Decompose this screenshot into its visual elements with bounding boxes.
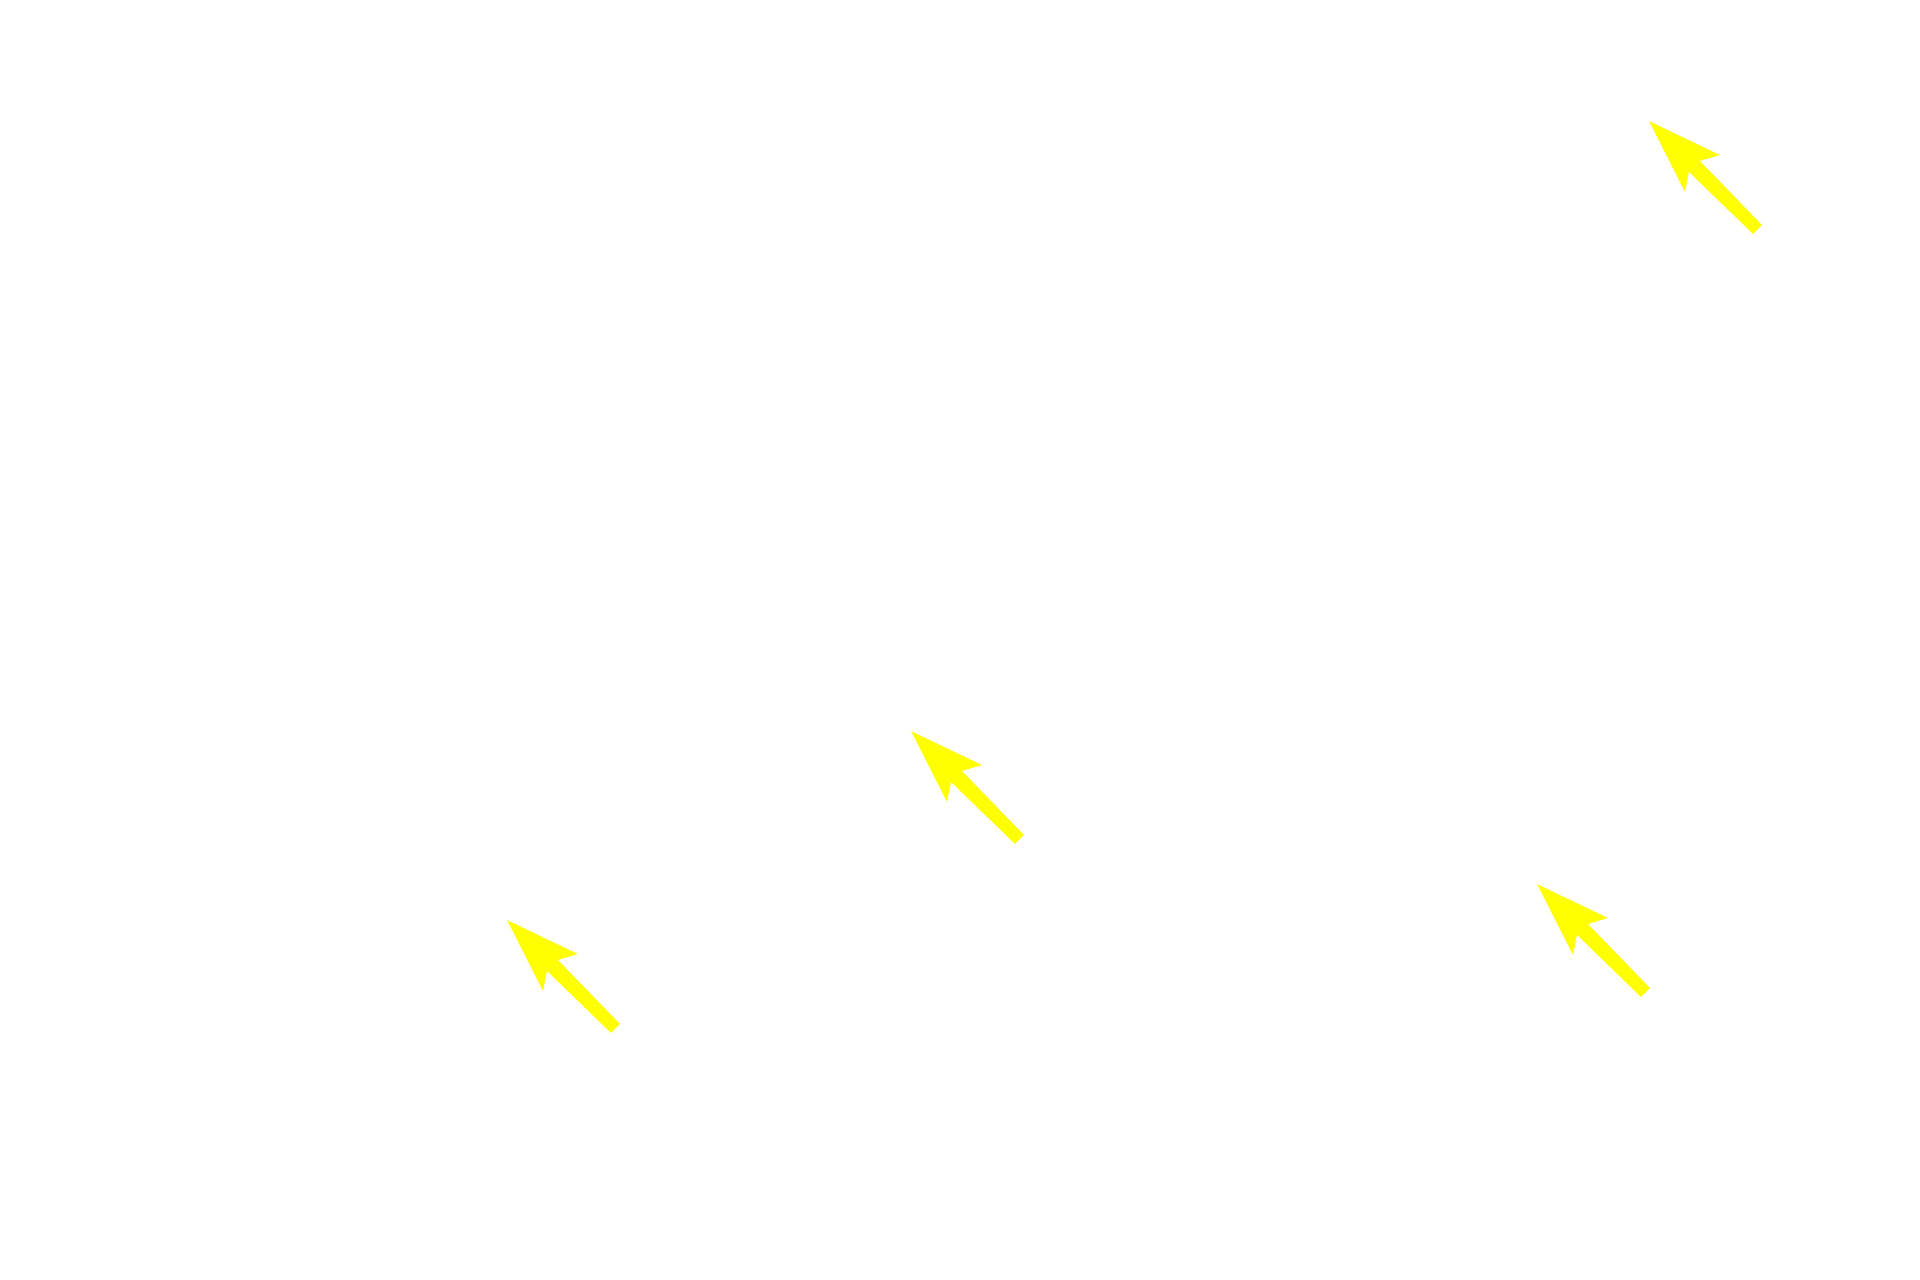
arrow-up-left-icon — [507, 920, 620, 1033]
arrow-up-left-icon — [1537, 884, 1650, 997]
arrow-up-left-icon — [911, 731, 1024, 844]
arrow-up-left-icon — [1649, 121, 1762, 234]
